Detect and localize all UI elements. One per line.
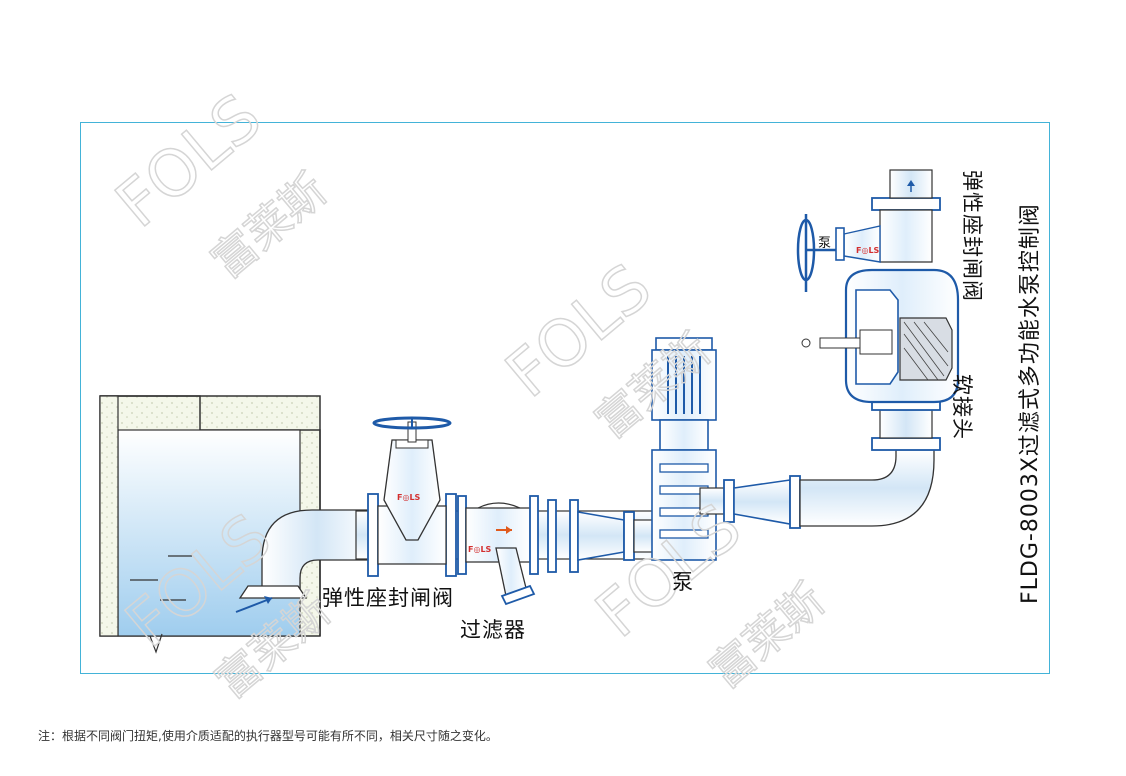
discharge-pipe: [723, 449, 935, 529]
label-gate-valve-right: 弹性座封闸阀: [960, 170, 984, 302]
up-flow-arrow-icon: [907, 180, 915, 186]
model-title: FLDG-8003X过滤式多功能水泵控制阀: [1018, 203, 1043, 604]
svg-text:富莱斯: 富莱斯: [700, 575, 834, 699]
reducer-left: [577, 511, 655, 561]
label-gate-valve: 弹性座封闸阀: [322, 586, 454, 610]
control-valve-logo: F◎LS: [856, 246, 880, 255]
pump-control-valve: [796, 169, 960, 404]
pump: [651, 337, 725, 561]
flow-arrow-icon: [264, 596, 272, 604]
valve-logo: F◎LS: [397, 493, 421, 502]
suction-pipe: [235, 509, 373, 613]
filter-flow-arrow-icon: [506, 526, 512, 534]
footnote: 注：根据不同阀门扭矩,使用介质适配的执行器型号可能有所不同，相关尺寸随之变化。: [38, 729, 498, 743]
label-pump-small: 泵: [818, 236, 833, 251]
diagram-frame: [80, 122, 1050, 674]
label-pump: 泵: [672, 570, 694, 594]
label-filter: 过滤器: [460, 618, 526, 642]
svg-text:富莱斯: 富莱斯: [202, 165, 336, 289]
filter-logo: F◎LS: [468, 545, 492, 554]
gate-valve: [367, 416, 457, 577]
label-soft-joint: 软接头: [950, 374, 974, 440]
riser-pipe: [871, 399, 941, 451]
